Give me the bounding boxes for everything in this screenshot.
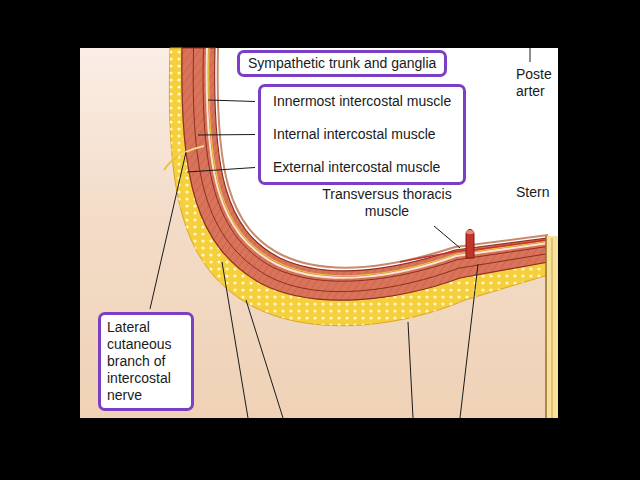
callout-text: Internal intercostal muscle: [273, 126, 451, 143]
leader-line: [187, 168, 255, 173]
artery-lumen: [466, 230, 474, 234]
intercostal-muscle-band: [182, 48, 548, 300]
leader-line: [222, 262, 248, 418]
leader-line: [208, 100, 255, 102]
leader-line: [198, 134, 255, 136]
leader-line: [150, 152, 186, 309]
callout-text: External intercostal muscle: [273, 159, 451, 176]
callout-text: Sympathetic trunk and ganglia: [248, 55, 436, 72]
sternum-edge: [546, 236, 558, 418]
sternum-line: [545, 236, 547, 418]
leader-line: [460, 264, 478, 418]
image-ground: [80, 48, 558, 418]
skin-region: [80, 48, 548, 418]
callout-text: Lateral cutaneous branch of intercostal …: [107, 319, 185, 404]
cut-off-label: Poste arter: [516, 66, 552, 100]
leader-line: [434, 226, 460, 248]
artery-branch: [474, 240, 546, 250]
sternum-line: [552, 238, 553, 418]
cut-off-label: Stern: [516, 184, 549, 201]
pleura-line: [218, 48, 548, 268]
muscle-layer-boundary: [193, 48, 548, 292]
lateral-cutaneous-branch: [178, 146, 204, 156]
callout-text: Innermost intercostal muscle: [273, 93, 451, 110]
internal-thoracic-artery: [466, 230, 474, 259]
artery-branch: [400, 250, 466, 262]
leader-line: [408, 322, 413, 418]
leader-line: [530, 48, 531, 62]
callout-box: Lateral cutaneous branch of intercostal …: [98, 312, 194, 411]
callout-box: Innermost intercostal muscleInternal int…: [258, 84, 466, 185]
structure-label: Transversus thoracis muscle: [322, 186, 452, 220]
intercostal-nerve: [209, 48, 548, 276]
intercostal-vessel: [207, 48, 548, 278]
lateral-cutaneous-branch: [164, 146, 204, 170]
callout-box: Sympathetic trunk and ganglia: [237, 50, 447, 77]
muscle-striations: [182, 48, 548, 300]
leader-line: [246, 300, 283, 418]
muscle-layer-boundary: [203, 48, 548, 281]
